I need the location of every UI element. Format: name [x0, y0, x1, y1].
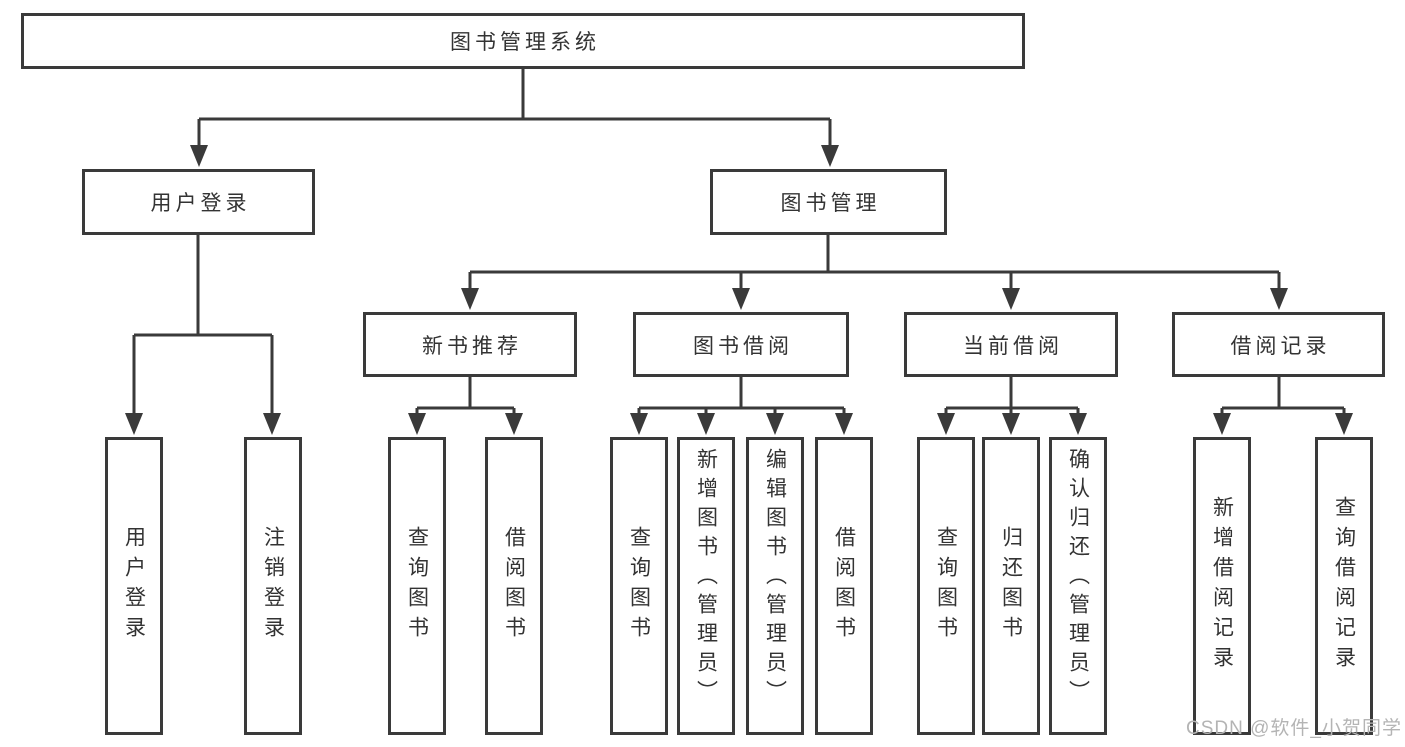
- leaf-logout: 注销登录: [244, 437, 302, 735]
- leaf-label: 确认归还（管理员）: [1066, 448, 1090, 709]
- leaf-label: 查询图书: [934, 526, 958, 646]
- leaf-label: 编辑图书（管理员）: [763, 448, 787, 709]
- leaf-label: 新增图书（管理员）: [694, 448, 718, 709]
- leaf-user-login: 用户登录: [105, 437, 163, 735]
- leaf-query-book-recommend: 查询图书: [388, 437, 446, 735]
- leaf-borrow-book: 借阅图书: [815, 437, 873, 735]
- leaf-label: 查询图书: [627, 526, 651, 646]
- leaf-add-book-admin: 新增图书（管理员）: [677, 437, 735, 735]
- node-label: 图书管理: [780, 192, 881, 215]
- leaf-edit-book-admin: 编辑图书（管理员）: [746, 437, 804, 735]
- leaf-label: 查询借阅记录: [1332, 496, 1356, 676]
- node-current-borrow: 当前借阅: [904, 312, 1118, 377]
- leaf-label: 借阅图书: [502, 526, 526, 646]
- leaf-borrow-book-recommend: 借阅图书: [485, 437, 543, 735]
- leaf-label: 新增借阅记录: [1210, 496, 1234, 676]
- leaf-label: 注销登录: [261, 526, 285, 646]
- leaf-label: 借阅图书: [832, 526, 856, 646]
- leaf-query-borrow-record: 查询借阅记录: [1315, 437, 1373, 735]
- leaf-add-borrow-record: 新增借阅记录: [1193, 437, 1251, 735]
- node-book-management: 图书管理: [710, 169, 947, 235]
- node-label: 借阅记录: [1230, 334, 1331, 358]
- node-label: 图书管理系统: [450, 31, 600, 54]
- csdn-watermark: CSDN @软件_小贺同学: [1186, 718, 1402, 739]
- leaf-label: 查询图书: [405, 526, 429, 646]
- leaf-label: 用户登录: [122, 526, 146, 646]
- node-borrow-records: 借阅记录: [1172, 312, 1385, 377]
- leaf-return-book: 归还图书: [982, 437, 1040, 735]
- arrowheads: [125, 145, 1353, 435]
- node-label: 当前借阅: [963, 334, 1063, 358]
- node-root-system: 图书管理系统: [21, 13, 1025, 69]
- node-label: 用户登录: [150, 192, 251, 215]
- leaf-confirm-return-admin: 确认归还（管理员）: [1049, 437, 1107, 735]
- leaf-label: 归还图书: [999, 526, 1023, 646]
- leaf-query-book-current: 查询图书: [917, 437, 975, 735]
- node-label: 新书推荐: [422, 334, 522, 358]
- node-book-borrow: 图书借阅: [633, 312, 849, 377]
- node-user-login: 用户登录: [82, 169, 315, 235]
- node-label: 图书借阅: [693, 334, 793, 358]
- node-new-book-recommend: 新书推荐: [363, 312, 577, 377]
- leaf-query-book-borrow: 查询图书: [610, 437, 668, 735]
